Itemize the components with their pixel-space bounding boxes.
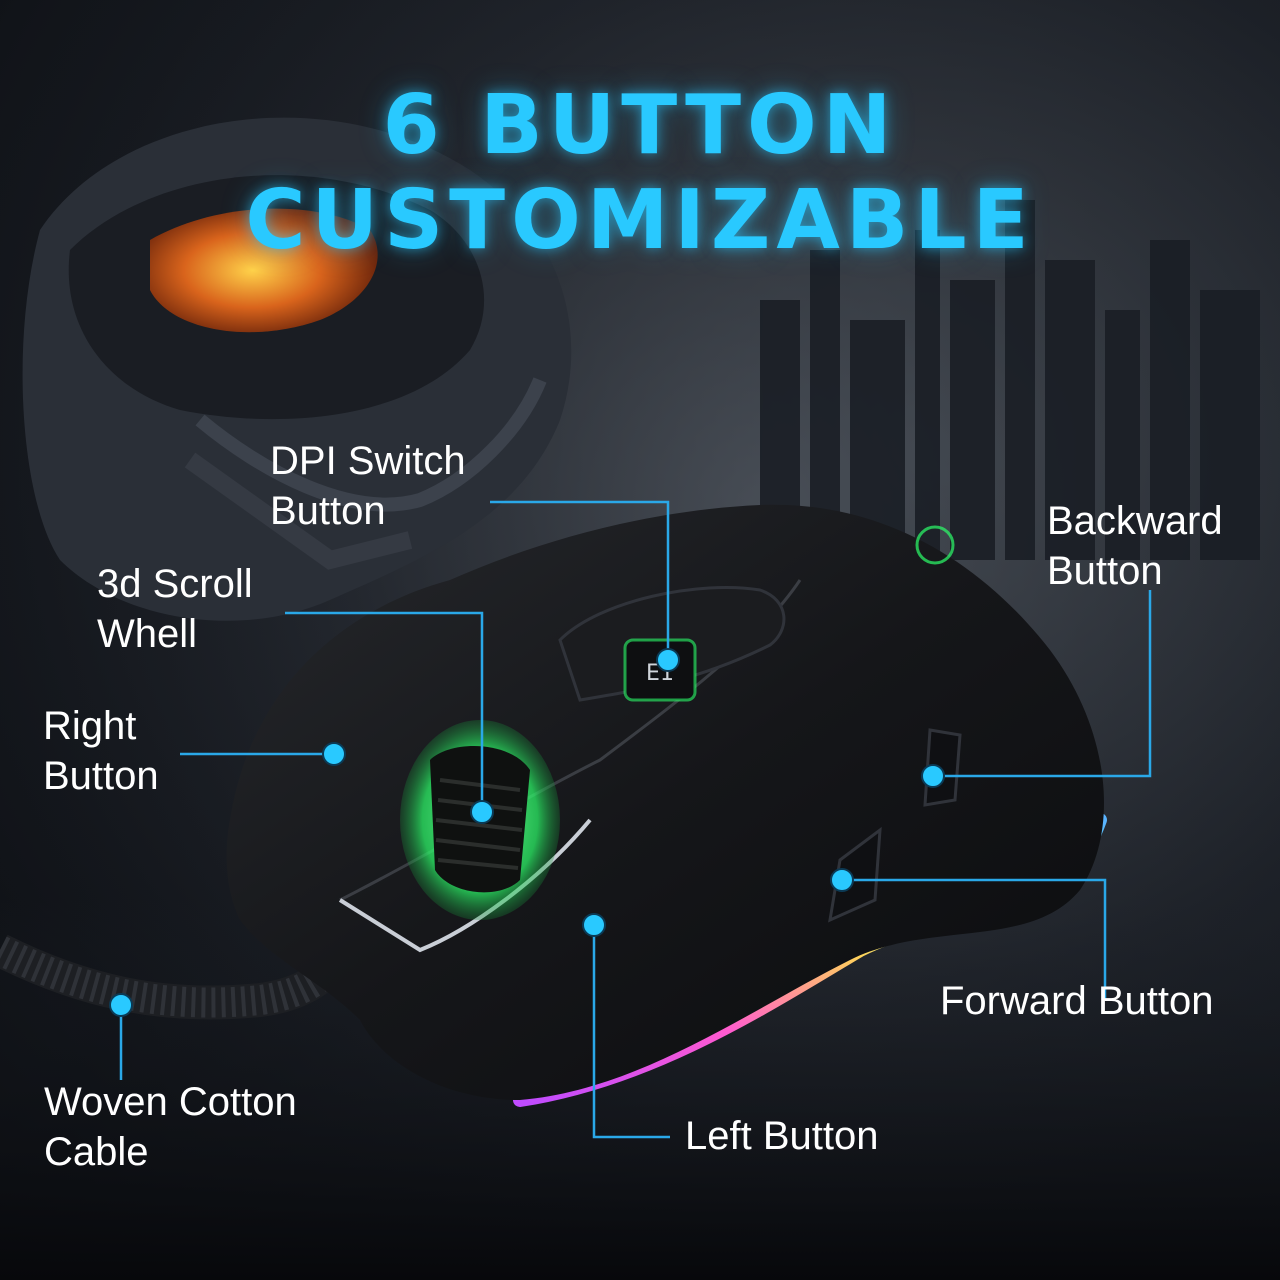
callout-backward-button: Backward Button — [1047, 496, 1223, 596]
callout-text: Cable — [44, 1130, 149, 1174]
callout-right-button: Right Button — [43, 701, 159, 801]
forward-side-button — [828, 826, 882, 923]
callout-woven-cable: Woven Cotton Cable — [44, 1077, 297, 1177]
left-button-leader-line — [592, 925, 670, 1139]
callout-left-button: Left Button — [685, 1111, 878, 1161]
left-button-dot — [582, 913, 606, 937]
callout-scroll-wheel: 3d Scroll Whell — [97, 559, 253, 659]
callout-text: Whell — [97, 612, 198, 656]
dpi-dot — [656, 648, 680, 672]
callout-text: Backward — [1047, 499, 1223, 543]
callout-forward-button: Forward Button — [940, 976, 1213, 1026]
callout-text: Woven Cotton — [44, 1080, 297, 1124]
helmet-art — [22, 117, 572, 621]
callout-text: Forward Button — [940, 979, 1214, 1023]
scroll-leader-line — [285, 611, 484, 812]
callout-text: Button — [1047, 549, 1163, 593]
cable-dot — [109, 993, 133, 1017]
helmet-visor — [150, 208, 378, 333]
callout-text: Right — [43, 704, 137, 748]
headline: 6 BUTTON CUSTOMIZABLE — [245, 78, 1035, 268]
forward-leader-line — [842, 878, 1107, 1000]
callout-text: 3d Scroll — [97, 562, 253, 606]
city-skyline — [760, 200, 1260, 560]
dpi-leader-line — [490, 500, 670, 660]
callout-text: Button — [270, 489, 386, 533]
scroll-dot — [470, 800, 494, 824]
right-button-dot — [322, 742, 346, 766]
mouse-body — [226, 504, 1104, 1101]
backward-leader-line — [933, 590, 1152, 778]
callout-dpi-switch: DPI Switch Button — [270, 436, 466, 536]
callout-text: Button — [43, 754, 159, 798]
backward-dot — [921, 764, 945, 788]
forward-dot — [830, 868, 854, 892]
callout-text: Left Button — [685, 1114, 879, 1158]
callout-text: DPI Switch — [270, 439, 466, 483]
logo-icon — [915, 525, 955, 565]
